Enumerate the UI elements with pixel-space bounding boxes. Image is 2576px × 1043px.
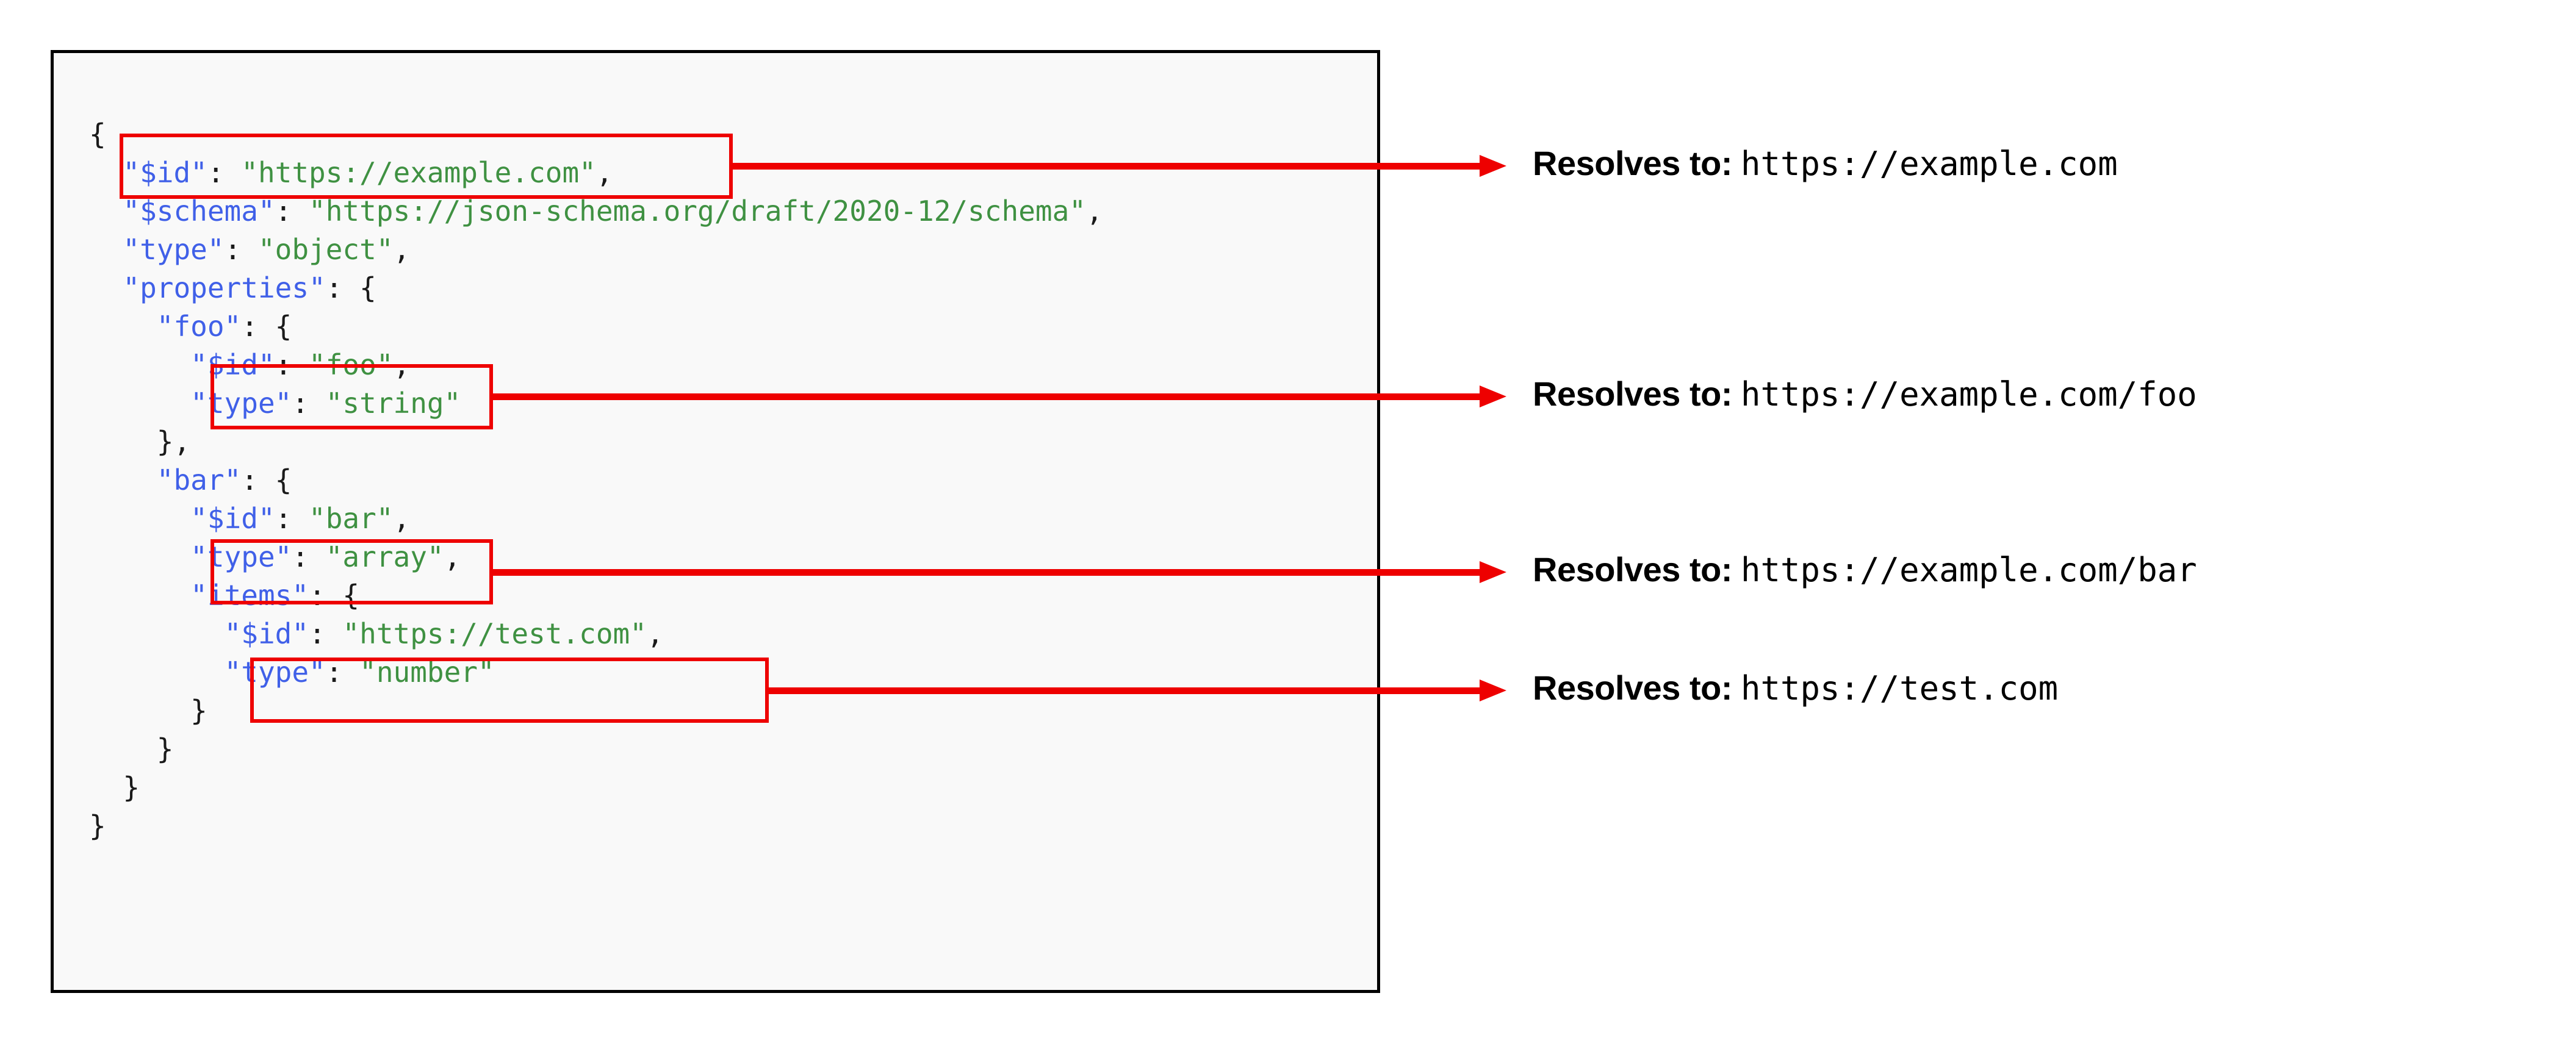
code-token xyxy=(89,502,190,535)
code-line: "$id": "foo", xyxy=(89,346,1103,384)
code-token: "string" xyxy=(325,387,461,420)
resolution-row: Resolves to:https://example.com/bar xyxy=(1533,553,2197,587)
resolved-url: https://example.com/foo xyxy=(1741,375,2197,414)
code-line: "$id": "bar", xyxy=(89,500,1103,538)
code-token xyxy=(89,540,190,573)
code-line: } xyxy=(89,692,1103,730)
code-token: : xyxy=(275,348,309,381)
code-token xyxy=(89,310,157,343)
code-token: : xyxy=(309,617,343,650)
code-token: : xyxy=(207,156,242,189)
code-line: "bar": { xyxy=(89,461,1103,500)
code-token xyxy=(89,387,190,420)
code-token xyxy=(89,579,190,612)
code-token: : { xyxy=(309,579,360,612)
resolves-to-label: Resolves to: xyxy=(1533,375,1733,413)
code-token: }, xyxy=(89,425,191,458)
code-token: } xyxy=(89,694,207,727)
code-line: "type": "string" xyxy=(89,384,1103,423)
code-token: } xyxy=(89,733,174,765)
resolves-to-label: Resolves to: xyxy=(1533,668,1733,707)
code-token: : xyxy=(275,195,309,228)
resolved-url: https://example.com xyxy=(1741,145,2118,183)
code-token: : { xyxy=(241,464,292,496)
code-token: "https://json-schema.org/draft/2020-12/s… xyxy=(309,195,1086,228)
code-line: { xyxy=(89,115,1103,154)
code-token: "bar" xyxy=(309,502,394,535)
code-token: "items" xyxy=(190,579,309,612)
code-token: "$id" xyxy=(123,156,207,189)
code-token: , xyxy=(1085,195,1103,228)
code-token: , xyxy=(393,233,411,266)
code-line: "type": "number" xyxy=(89,653,1103,692)
code-token: "foo" xyxy=(156,310,242,343)
arrow-head-icon xyxy=(1480,679,1506,701)
code-token xyxy=(89,195,123,228)
code-token: : xyxy=(292,540,326,573)
code-line: "type": "object", xyxy=(89,231,1103,269)
code-token: , xyxy=(393,502,411,535)
json-schema-code-panel: { "$id": "https://example.com", "$schema… xyxy=(51,50,1380,993)
code-token: "$schema" xyxy=(123,195,275,228)
code-token: , xyxy=(444,540,461,573)
code-token: "type" xyxy=(123,233,225,266)
code-token xyxy=(89,233,123,266)
code-token: "foo" xyxy=(309,348,394,381)
code-token: "number" xyxy=(359,656,495,689)
json-schema-code: { "$id": "https://example.com", "$schema… xyxy=(89,115,1103,845)
arrow-head-icon xyxy=(1480,155,1506,177)
code-token: "https://example.com" xyxy=(241,156,596,189)
resolves-to-label: Resolves to: xyxy=(1533,550,1733,589)
code-token: : xyxy=(275,502,309,535)
code-token: "properties" xyxy=(123,271,326,304)
code-token: "object" xyxy=(257,233,394,266)
code-token xyxy=(89,464,157,496)
code-token: : xyxy=(292,387,326,420)
code-token: { xyxy=(89,118,106,151)
code-line: } xyxy=(89,730,1103,769)
resolved-url: https://example.com/bar xyxy=(1741,551,2197,589)
code-line: } xyxy=(89,807,1103,845)
code-token: : xyxy=(325,656,360,689)
code-token: , xyxy=(393,348,411,381)
code-token: "https://test.com" xyxy=(342,617,647,650)
code-token: : { xyxy=(325,271,376,304)
code-token: "$id" xyxy=(190,348,275,381)
resolves-to-label: Resolves to: xyxy=(1533,144,1733,182)
code-token: , xyxy=(646,617,664,650)
code-token: "array" xyxy=(325,540,444,573)
code-line: "properties": { xyxy=(89,269,1103,307)
code-token xyxy=(89,348,190,381)
code-token xyxy=(89,617,225,650)
code-line: "items": { xyxy=(89,576,1103,615)
code-token: "type" xyxy=(224,656,326,689)
code-token: "$id" xyxy=(190,502,275,535)
code-token xyxy=(89,156,123,189)
code-token: "type" xyxy=(190,540,292,573)
code-line: "$id": "https://test.com", xyxy=(89,615,1103,653)
code-token: : { xyxy=(241,310,292,343)
code-token xyxy=(89,656,225,689)
code-line: "$schema": "https://json-schema.org/draf… xyxy=(89,192,1103,231)
code-token: , xyxy=(595,156,613,189)
resolution-row: Resolves to:https://test.com xyxy=(1533,671,2058,705)
code-line: } xyxy=(89,769,1103,807)
resolution-row: Resolves to:https://example.com xyxy=(1533,146,2118,181)
code-line: "type": "array", xyxy=(89,538,1103,576)
code-token: } xyxy=(89,771,140,804)
code-token xyxy=(89,271,123,304)
code-token: "type" xyxy=(190,387,292,420)
resolved-url: https://test.com xyxy=(1741,669,2059,708)
arrow-head-icon xyxy=(1480,385,1506,407)
code-token: : xyxy=(224,233,258,266)
code-token: "$id" xyxy=(224,617,309,650)
code-line: "foo": { xyxy=(89,307,1103,346)
code-line: "$id": "https://example.com", xyxy=(89,154,1103,192)
resolution-row: Resolves to:https://example.com/foo xyxy=(1533,377,2197,411)
code-line: }, xyxy=(89,423,1103,461)
code-token: } xyxy=(89,809,106,842)
arrow-head-icon xyxy=(1480,561,1506,583)
code-token: "bar" xyxy=(156,464,242,496)
